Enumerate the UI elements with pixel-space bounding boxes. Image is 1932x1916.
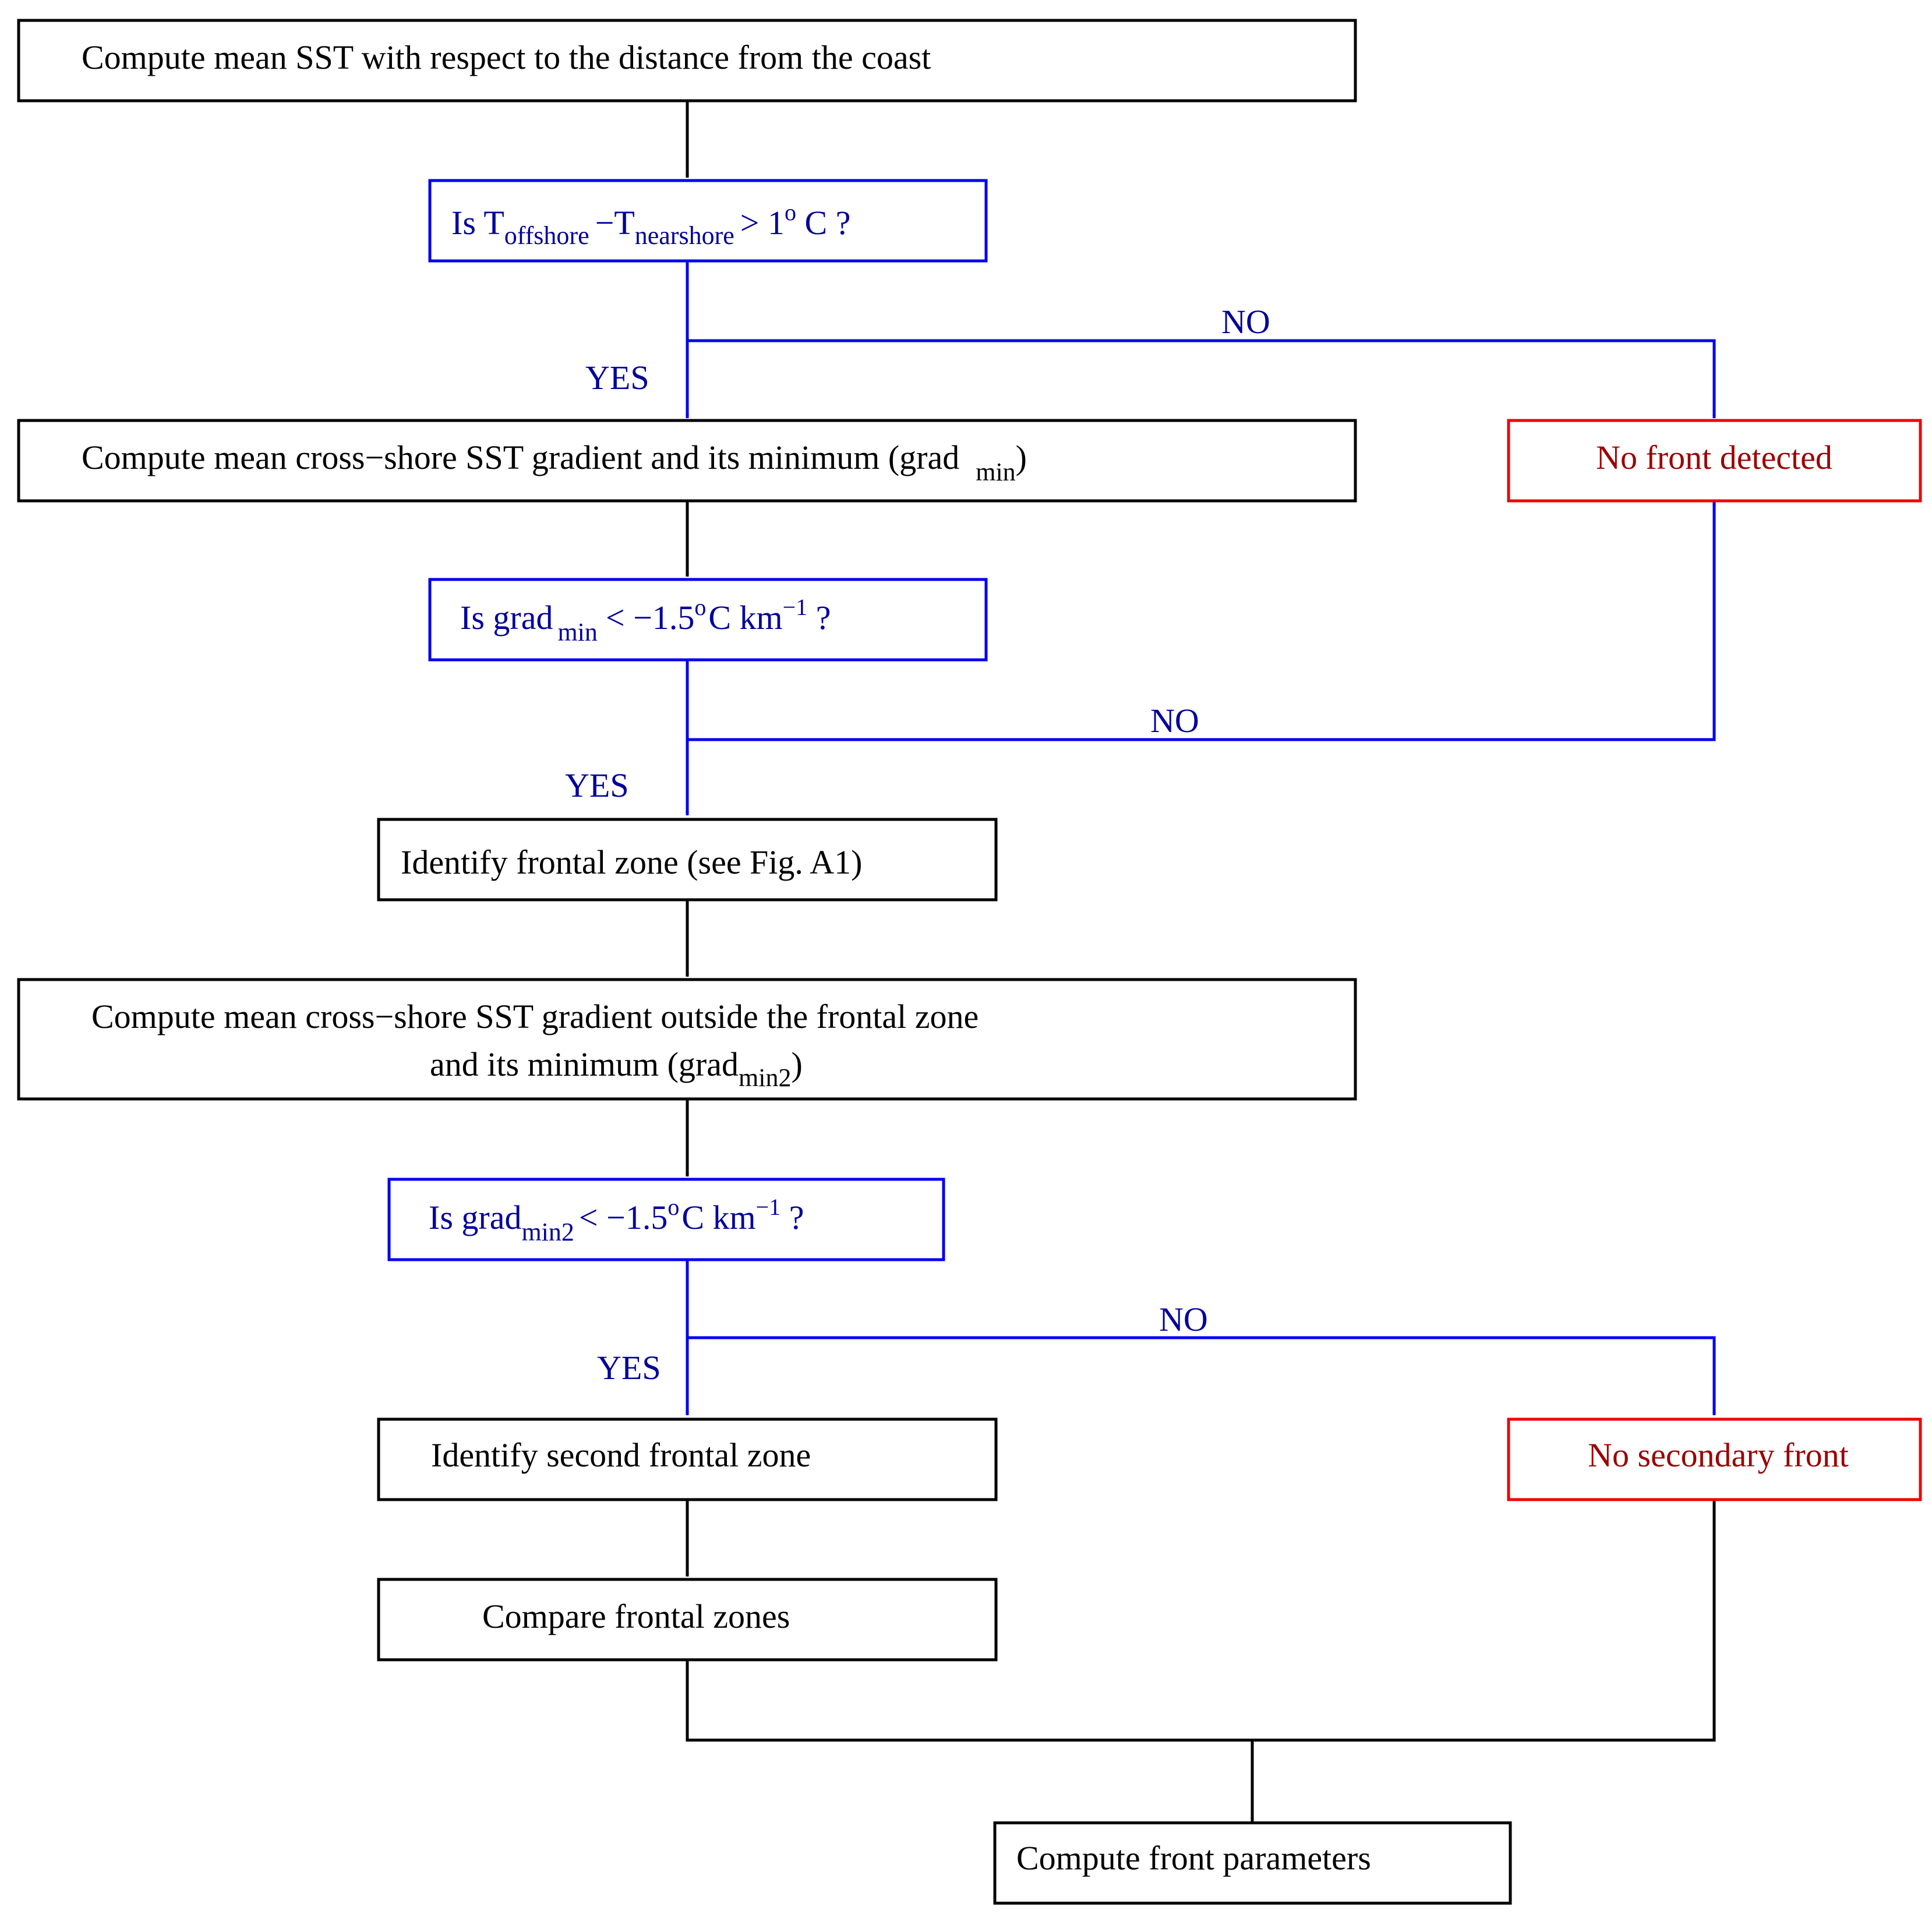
branch-label-yes-3: YES xyxy=(597,1349,661,1387)
step-compare-frontal-zones: Compare frontal zones xyxy=(377,1578,998,1662)
step-compute-gradient: Compute mean cross−shore SST gradient an… xyxy=(17,419,1357,503)
step-identify-frontal-zone-label: Identify frontal zone (see Fig. A1) xyxy=(401,843,862,881)
decision-gradient-minimum-2: Is gradmin2< −1.5oC km−1 ? xyxy=(387,1178,945,1261)
arrow-decision3-no xyxy=(687,1336,1716,1416)
branch-label-no-3: NO xyxy=(1159,1300,1208,1338)
outcome-no-secondary-front: No secondary front xyxy=(1507,1417,1922,1501)
step-identify-frontal-zone: Identify frontal zone (see Fig. A1) xyxy=(377,818,998,902)
step-compute-gradient-outside-line1: Compute mean cross−shore SST gradient ou… xyxy=(91,998,979,1035)
decision-gradient-minimum-2-label: Is gradmin2< −1.5oC km−1 ? xyxy=(429,1194,804,1246)
arrow-decision1-no xyxy=(687,339,1716,419)
step-identify-second-zone-label: Identify second frontal zone xyxy=(431,1436,811,1474)
branch-label-yes-1: YES xyxy=(585,359,649,397)
step-compute-gradient-outside-line2: and its minimum (gradmin2) xyxy=(430,1045,803,1092)
step-compute-front-parameters: Compute front parameters xyxy=(993,1821,1512,1905)
branch-label-no-2: NO xyxy=(1150,702,1199,740)
decision-temperature-difference: Is Toffshore−Tnearshore> 1o C ? xyxy=(428,179,988,263)
step-compute-front-parameters-label: Compute front parameters xyxy=(1016,1839,1371,1877)
connector-merge xyxy=(686,1500,1716,1742)
step-compare-frontal-zones-label: Compare frontal zones xyxy=(482,1597,790,1635)
step-compute-gradient-label: Compute mean cross−shore SST gradient an… xyxy=(82,439,1027,486)
branch-label-yes-2: YES xyxy=(565,766,629,804)
connectors xyxy=(686,102,1716,1822)
decision-temperature-difference-label: Is Toffshore−Tnearshore> 1o C ? xyxy=(451,199,850,250)
outcome-no-secondary-front-label: No secondary front xyxy=(1588,1436,1849,1474)
step-compute-mean-sst-label: Compute mean SST with respect to the dis… xyxy=(82,38,931,76)
outcome-no-front-detected: No front detected xyxy=(1507,419,1922,503)
step-compute-mean-sst: Compute mean SST with respect to the dis… xyxy=(17,19,1357,102)
outcome-no-front-detected-label: No front detected xyxy=(1596,439,1832,476)
step-compute-gradient-outside: Compute mean cross−shore SST gradient ou… xyxy=(17,978,1357,1101)
arrow-decision2-no xyxy=(687,501,1716,741)
branch-label-no-1: NO xyxy=(1221,303,1270,341)
step-identify-second-zone: Identify second frontal zone xyxy=(377,1417,998,1501)
